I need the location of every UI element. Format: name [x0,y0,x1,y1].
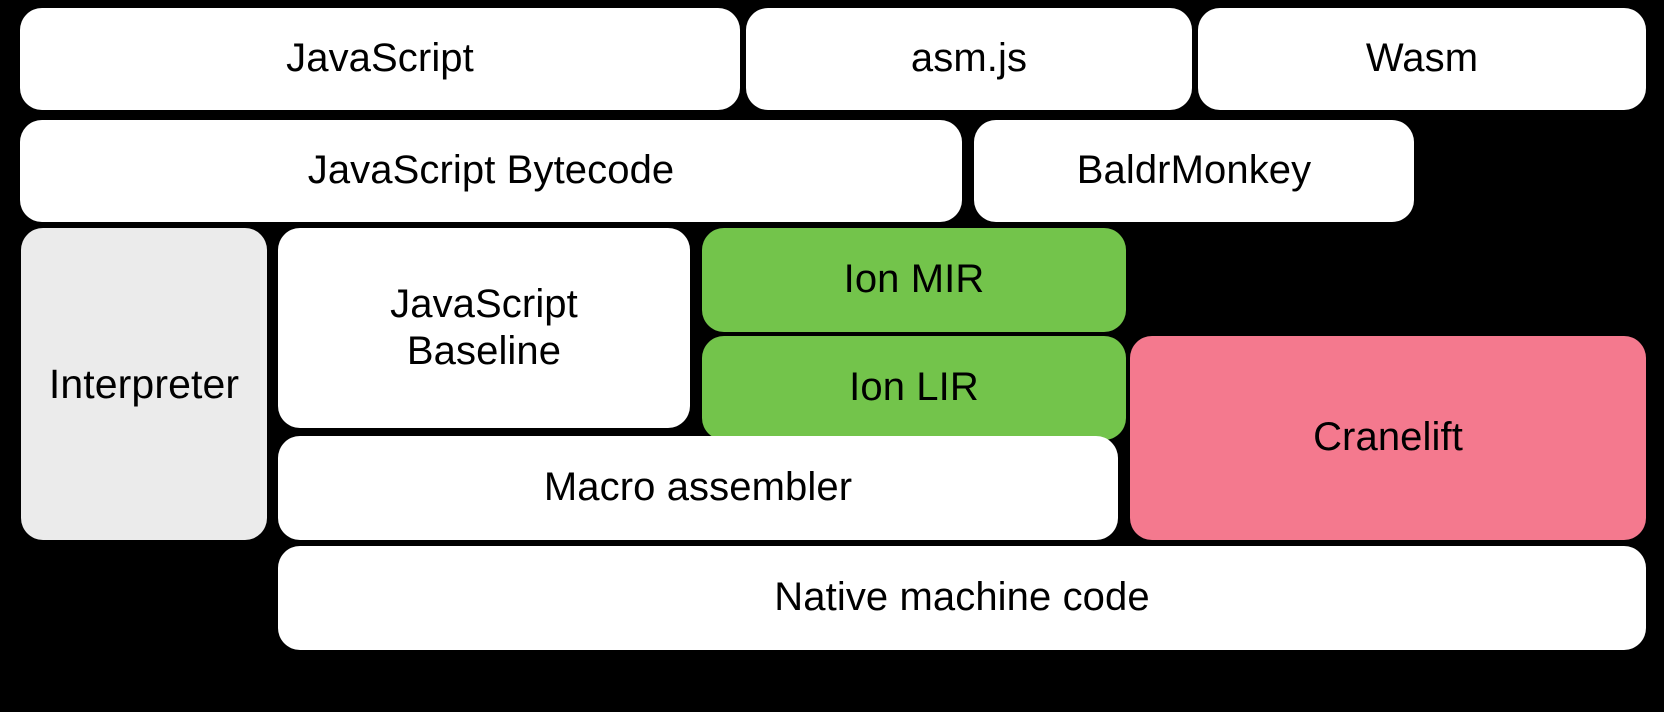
node-asm-js[interactable]: asm.js [746,8,1192,110]
node-ion-mir[interactable]: Ion MIR [702,228,1126,332]
node-interpreter[interactable]: Interpreter [21,228,267,540]
node-baldrmonkey[interactable]: BaldrMonkey [974,120,1414,222]
node-javascript-baseline[interactable]: JavaScript Baseline [278,228,690,428]
node-native-machine-code[interactable]: Native machine code [278,546,1646,650]
node-javascript-bytecode[interactable]: JavaScript Bytecode [20,120,962,222]
node-javascript[interactable]: JavaScript [20,8,740,110]
node-cranelift[interactable]: Cranelift [1130,336,1646,540]
node-ion-lir[interactable]: Ion LIR [702,336,1126,440]
node-macro-assembler[interactable]: Macro assembler [278,436,1118,540]
node-wasm[interactable]: Wasm [1198,8,1646,110]
